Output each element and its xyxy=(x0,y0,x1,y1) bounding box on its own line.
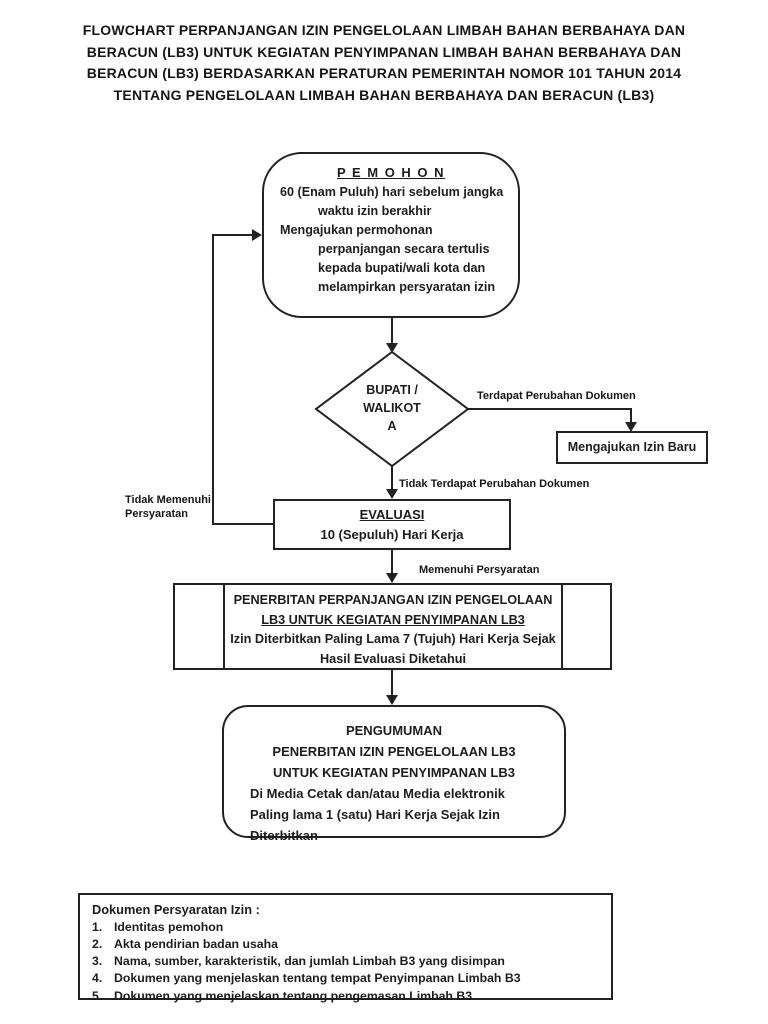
pemohon-body-line: waktu izin berakhir xyxy=(318,204,432,218)
requirements-item-text: Akta pendirian badan usaha xyxy=(114,936,278,951)
page-title-line: BERACUN (LB3) UNTUK KEGIATAN PENYIMPANAN… xyxy=(86,43,682,60)
arrowhead-into-evaluasi xyxy=(386,489,398,499)
arrowhead-into-decision xyxy=(386,343,398,353)
edge-label-no-change: Tidak Terdapat Perubahan Dokumen xyxy=(399,478,590,490)
edge-label-not-meet-requirements: Tidak Memenuhi Persyaratan xyxy=(125,494,211,520)
requirements-item: 4. Dokumen yang menjelaskan tentang temp… xyxy=(92,970,601,987)
requirements-item-number: 1. xyxy=(92,919,103,934)
penerbitan-body-line: Izin Diterbitkan Paling Lama 7 (Tujuh) H… xyxy=(230,632,556,646)
edge-label-change: Terdapat Perubahan Dokumen xyxy=(477,390,636,402)
requirements-title: Dokumen Persyaratan Izin : xyxy=(92,902,260,917)
pengumuman-body: PENGUMUMAN PENERBITAN IZIN PENGELOLAAN LB… xyxy=(224,720,564,846)
pengumuman-body-line: UNTUK KEGIATAN PENYIMPANAN LB3 xyxy=(273,765,515,780)
penerbitan-body-line: PENERBITAN PERPANJANGAN IZIN PENGELOLAAN xyxy=(233,593,553,607)
requirements-item: 1. Identitas pemohon xyxy=(92,919,601,936)
page-title-line: FLOWCHART PERPANJANGAN IZIN PENGELOLAAN … xyxy=(82,22,686,38)
page-title: FLOWCHART PERPANJANGAN IZIN PENGELOLAAN … xyxy=(42,20,726,106)
requirements-box: Dokumen Persyaratan Izin : 1. Identitas … xyxy=(78,893,613,1003)
requirements-item: 5. Dokumen yang menjelaskan tentang peng… xyxy=(92,988,601,1005)
requirements-item-text: Dokumen yang menjelaskan tentang tempat … xyxy=(114,971,521,986)
evaluasi-duration: 10 (Sepuluh) Hari Kerja xyxy=(320,527,464,542)
arrowhead-into-pengumuman xyxy=(386,695,398,705)
decision-label-line: WALIKOT xyxy=(363,401,421,415)
pengumuman-node: PENGUMUMAN PENERBITAN IZIN PENGELOLAAN LB… xyxy=(222,705,566,843)
requirements-item-number: 3. xyxy=(92,954,103,969)
evaluasi-title: EVALUASI xyxy=(359,507,425,522)
penerbitan-left-divider xyxy=(223,585,225,668)
connector-decision-to-new-permit xyxy=(468,408,632,423)
arrowhead-into-pemohon xyxy=(252,229,262,241)
pengumuman-body-line: PENGUMUMAN xyxy=(345,723,443,738)
pemohon-body-line: Mengajukan permohonan xyxy=(280,223,433,237)
pengumuman-body-line: Di Media Cetak dan/atau Media elektronik xyxy=(250,786,506,801)
pemohon-node: P E M O H O N 60 (Enam Puluh) hari sebel… xyxy=(262,152,520,318)
decision-label-line: BUPATI / xyxy=(366,383,418,397)
pemohon-body-line: 60 (Enam Puluh) hari sebelum jangka xyxy=(280,185,504,199)
evaluasi-node: EVALUASI 10 (Sepuluh) Hari Kerja xyxy=(273,499,511,550)
pemohon-body-line: perpanjangan secara tertulis xyxy=(318,242,490,256)
pemohon-body: 60 (Enam Puluh) hari sebelum jangka waktu… xyxy=(264,182,518,297)
arrowhead-into-penerbitan xyxy=(386,573,398,583)
penerbitan-right-divider xyxy=(561,585,563,668)
new-permit-node: Mengajukan Izin Baru xyxy=(556,431,708,464)
pemohon-body-line: melampirkan persyaratan izin xyxy=(318,280,496,294)
pemohon-title: P E M O H O N xyxy=(336,165,446,180)
penerbitan-node: PENERBITAN PERPANJANGAN IZIN PENGELOLAAN… xyxy=(173,583,612,670)
requirements-item: 2. Akta pendirian badan usaha xyxy=(92,936,601,953)
edge-label-meet-requirements: Memenuhi Persyaratan xyxy=(419,564,540,576)
requirements-item-number: 4. xyxy=(92,971,103,986)
requirements-item-text: Dokumen yang menjelaskan tentang pengema… xyxy=(114,988,473,1003)
page-title-line: BERACUN (LB3) BERDASARKAN PERATURAN PEME… xyxy=(86,65,682,81)
decision-label-line: A xyxy=(387,419,397,433)
pengumuman-body-line: PENERBITAN IZIN PENGELOLAAN LB3 xyxy=(272,744,516,759)
penerbitan-body: PENERBITAN PERPANJANGAN IZIN PENGELOLAAN… xyxy=(227,591,559,669)
requirements-list: 1. Identitas pemohon 2. Akta pendirian b… xyxy=(92,919,601,1005)
requirements-item-text: Identitas pemohon xyxy=(114,919,224,934)
requirements-item: 3. Nama, sumber, karakteristik, dan juml… xyxy=(92,953,601,970)
requirements-item-text: Nama, sumber, karakteristik, dan jumlah … xyxy=(114,954,505,969)
pengumuman-body-line: Paling lama 1 (satu) Hari Kerja Sejak Iz… xyxy=(250,807,500,843)
decision-label: BUPATI / WALIKOT A xyxy=(316,381,468,435)
requirements-item-number: 2. xyxy=(92,936,103,951)
penerbitan-body-line: Hasil Evaluasi Diketahui xyxy=(320,651,466,666)
requirements-item-number: 5. xyxy=(92,988,103,1003)
page-title-line: TENTANG PENGELOLAAN LIMBAH BAHAN BERBAHA… xyxy=(113,86,655,103)
penerbitan-body-line: LB3 UNTUK KEGIATAN PENYIMPANAN LB3 xyxy=(261,612,525,627)
pemohon-body-line: kepada bupati/wali kota dan xyxy=(318,261,486,275)
